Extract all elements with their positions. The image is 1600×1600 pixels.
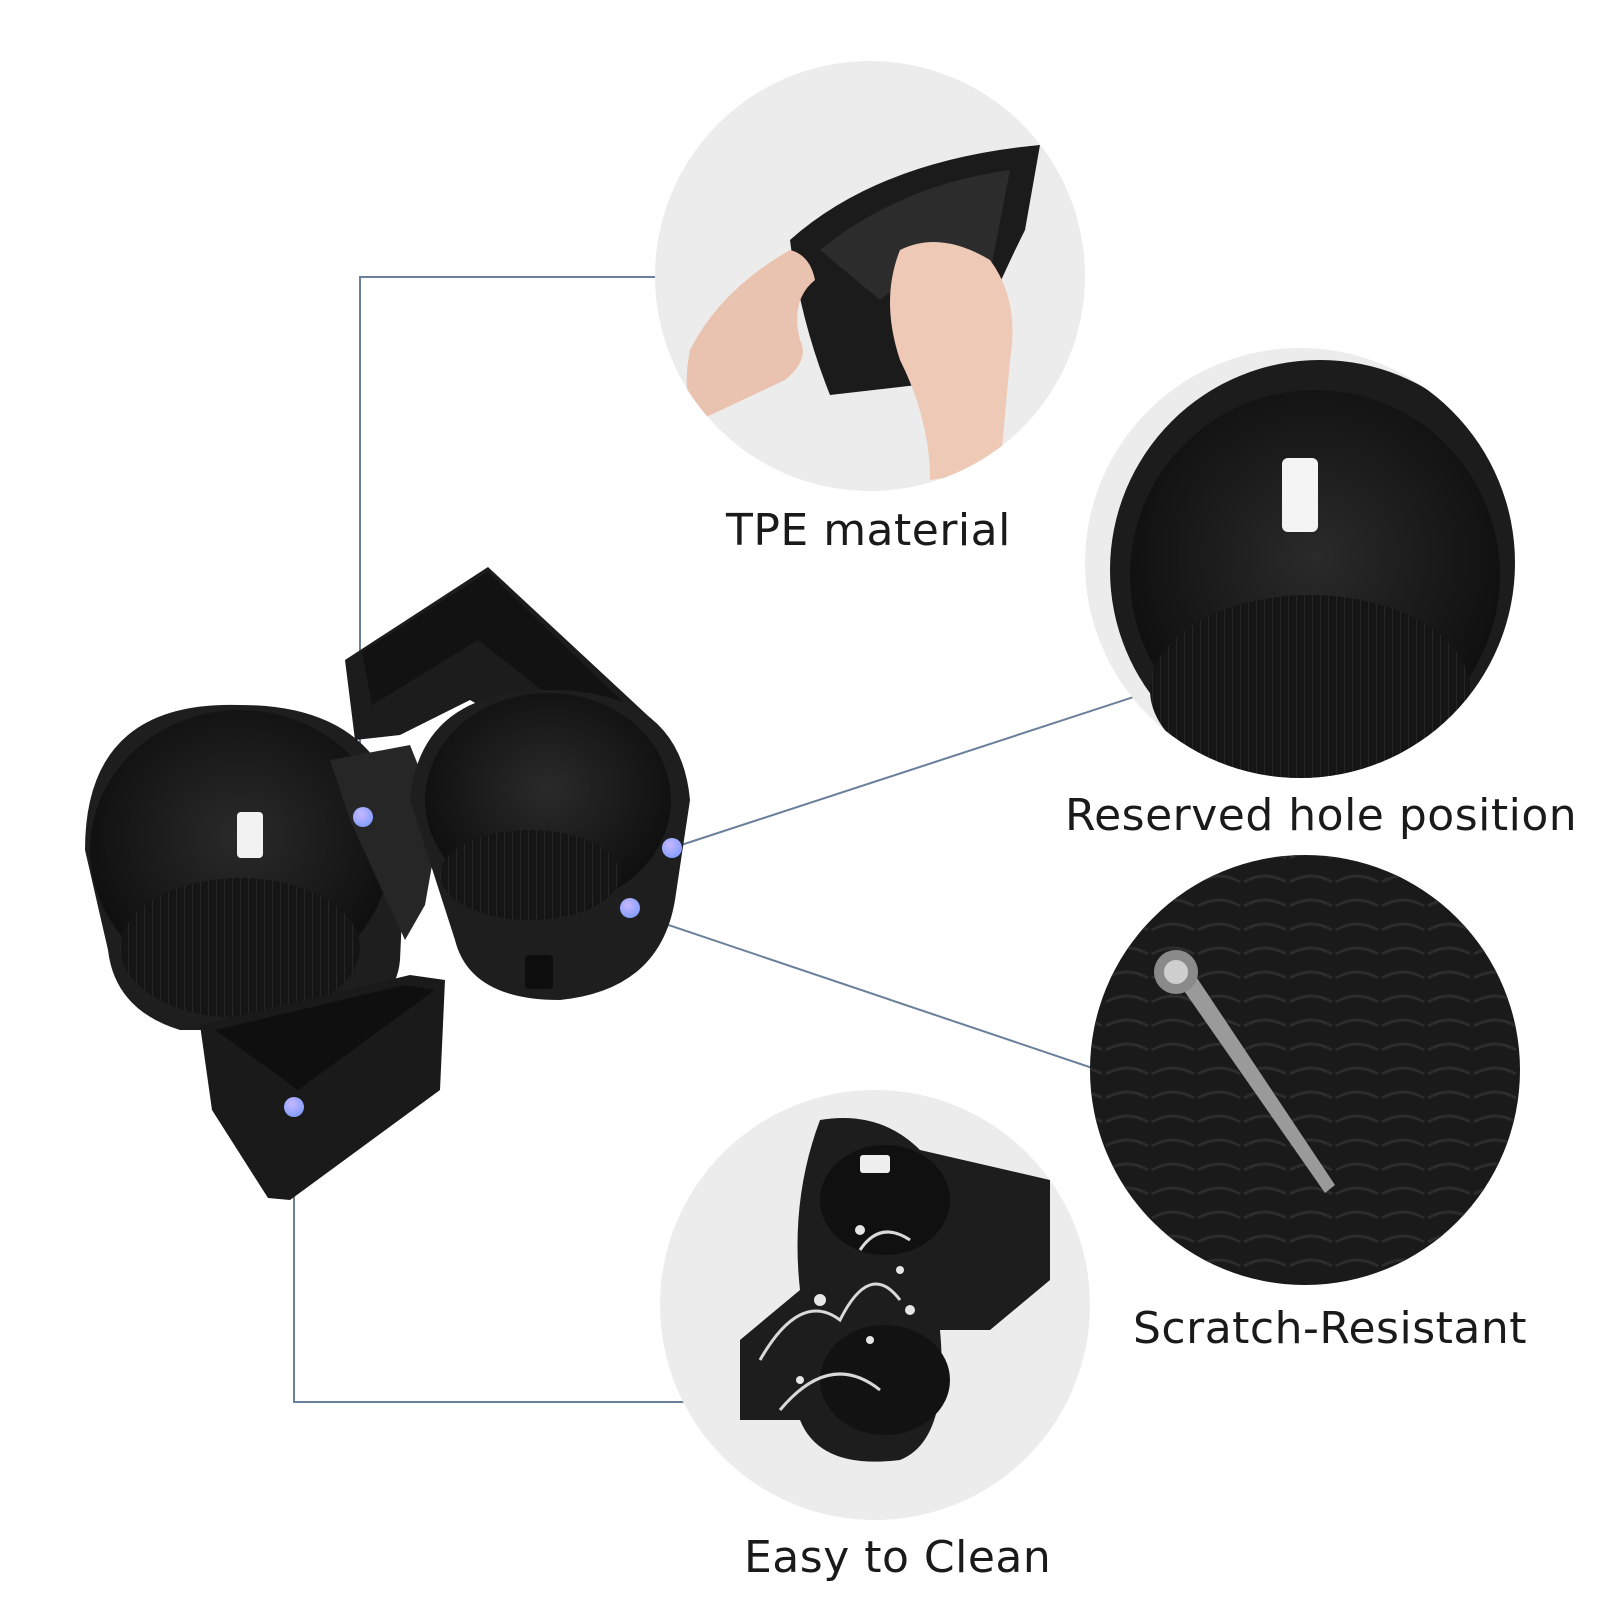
caption-scratch-resistant: Scratch-Resistant [1133,1303,1527,1354]
caption-easy-to-clean: Easy to Clean [744,1532,1052,1583]
left-hand [686,250,815,420]
water-splash [758,1230,911,1411]
leader-lines [293,276,1153,1403]
marker-dots [284,807,682,1117]
marker-dot-tpe [353,807,373,827]
leader-line-clean [293,1107,700,1403]
leader-line-scratch [629,911,1117,1077]
caption-tpe-material: TPE material [726,505,1011,556]
leader-line-hole [671,690,1153,849]
screwdriver [1180,975,1335,1193]
marker-dot-hole [662,838,682,858]
marker-dot-scratch [620,898,640,918]
cup-holder-product [85,567,690,1200]
caption-reserved-hole: Reserved hole position [1065,790,1578,841]
leader-line-tpe [359,276,680,798]
scratch-resistant-photo [1090,855,1520,1285]
left-cup-slot [237,812,263,858]
right-hand [890,242,1013,480]
easy-to-clean-photo [660,1090,1090,1520]
marker-dot-clean [284,1097,304,1117]
tpe-material-photo [655,61,1085,491]
hole-slot [1282,458,1318,532]
reserved-hole-photo [1085,348,1515,778]
